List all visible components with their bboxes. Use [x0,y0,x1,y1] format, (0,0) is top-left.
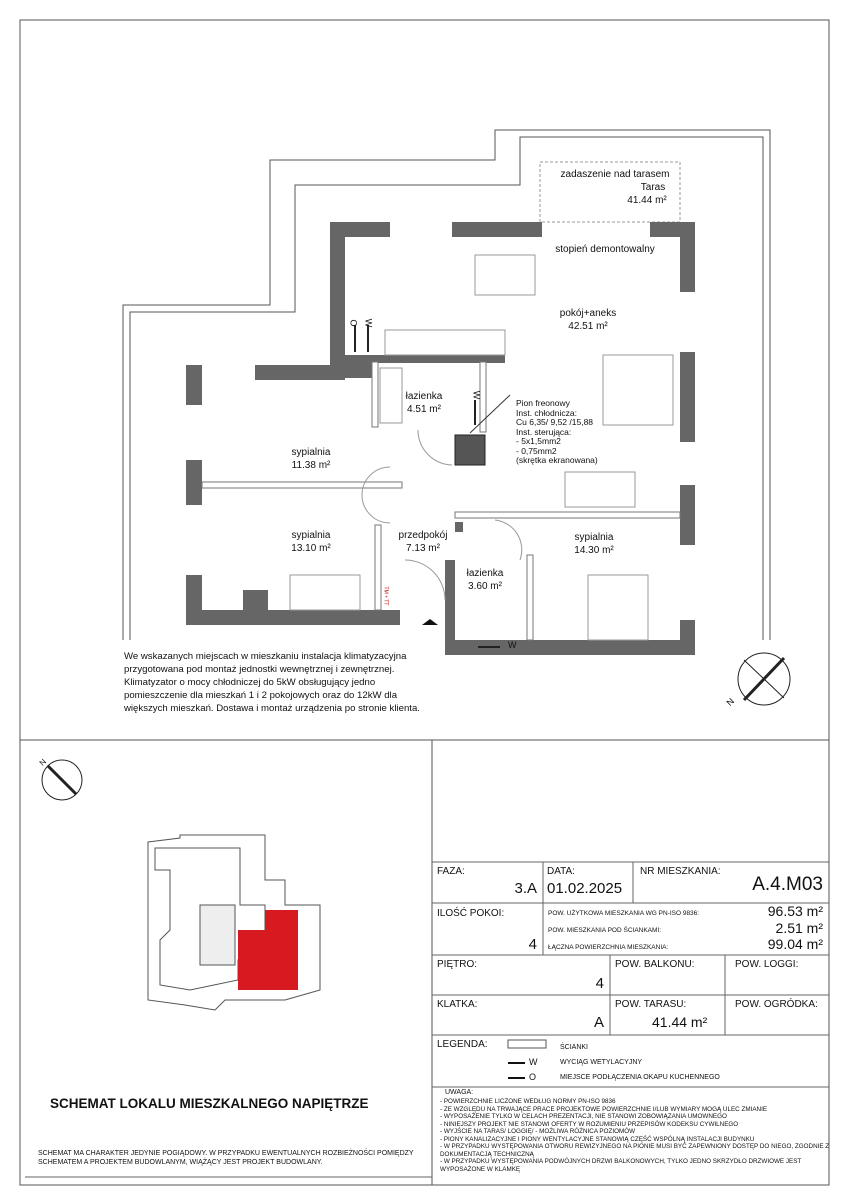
taras-value: 41.44 m² [652,1014,708,1030]
apartment-highlight [238,910,298,990]
terrace-name: Taras [640,182,666,193]
terrace-area: 41.44 m² [627,195,667,206]
legend-arrows [508,1062,525,1079]
compass-icon [737,652,791,706]
ventilation-markers [354,325,500,648]
key-compass-icon [41,759,83,801]
ac-note: We wskazanych miejscach w mieszkaniu ins… [124,651,420,714]
legend-item-o: MIEJSCE PODŁĄCZENIA OKAPU KUCHENNEGO [560,1074,720,1081]
uwaga-list: - POWIERZCHNIE LICZONE WEDŁUG NORMY PN-I… [440,1098,830,1173]
entrance-arrow-icon [422,619,438,625]
pow-uzytkowa-label: POW. UŻYTKOWA MIESZKANIA WG PN-ISO 9836: [548,910,700,917]
faza-value: 3.A [514,880,537,897]
legend-item-w: WYCIĄG WETYLACYJNY [560,1059,643,1066]
pow-uzytkowa-value: 96.53 m² [767,903,823,919]
tm-tt-label: TM + TT [382,586,389,606]
klatka-label: KLATKA: [437,999,478,1010]
pietro-label: PIĘTRO: [437,959,478,970]
klatka-value: A [593,1014,604,1031]
data-value: 01.02.2025 [547,880,623,897]
pokoi-label: ILOŚĆ POKOI: [437,908,505,919]
marker-w: W [508,640,517,650]
pow-laczna-label: ŁĄCZNA POWIERZCHNIA MIESZKANIA: [548,944,669,951]
step-label: stopień demontowalny [555,244,655,255]
uwaga-title: UWAGA: [445,1089,474,1096]
ogrodek-label: POW. OGRÓDKA: [735,999,818,1010]
faza-label: FAZA: [437,866,465,877]
terrace-outline [122,129,771,640]
pokoi-value: 4 [528,936,537,953]
legend-symbol-o: O [529,1072,537,1082]
data-label: DATA: [547,866,575,877]
legend-symbol-w: W [529,1057,538,1067]
disclaimer: SCHEMAT MA CHARAKTER JEDYNIE POGIĄDOWY. … [38,1150,414,1166]
pietro-value: 4 [595,975,604,992]
nr-value: A.4.M03 [752,874,823,895]
taras-label: POW. TARASU: [615,999,687,1010]
marker-w: W [363,318,374,328]
key-plan [147,834,321,1011]
pow-scianki-label: POW. MIESZKANIA POD ŚCIANKAMI: [548,927,662,934]
pow-scianki-value: 2.51 m² [775,920,823,936]
info-table [432,861,829,1088]
marker-o: O [348,319,359,327]
partitions [201,361,681,641]
terrace-roof-label: zadaszenie nad tarasem [560,169,670,180]
pow-laczna-value: 99.04 m² [767,936,823,952]
loggia-label: POW. LOGGI: [735,959,799,970]
furniture [289,254,674,641]
legend-scianki-swatch [507,1039,547,1049]
terrace-roof [539,161,681,223]
page-title: SCHEMAT LOKALU MIESZKALNEGO NAPIĘTRZE [50,1096,369,1111]
legend-title: LEGENDA: [437,1039,488,1050]
legend-item-scianki: ŚCIANKI [560,1044,589,1051]
page-frame [19,19,830,1186]
balkon-label: POW. BALKONU: [615,959,695,970]
nr-label: NR MIESZKANIA: [640,866,721,877]
riser-leader-line [469,394,511,434]
marker-w: W [471,390,482,400]
walls [186,222,695,655]
